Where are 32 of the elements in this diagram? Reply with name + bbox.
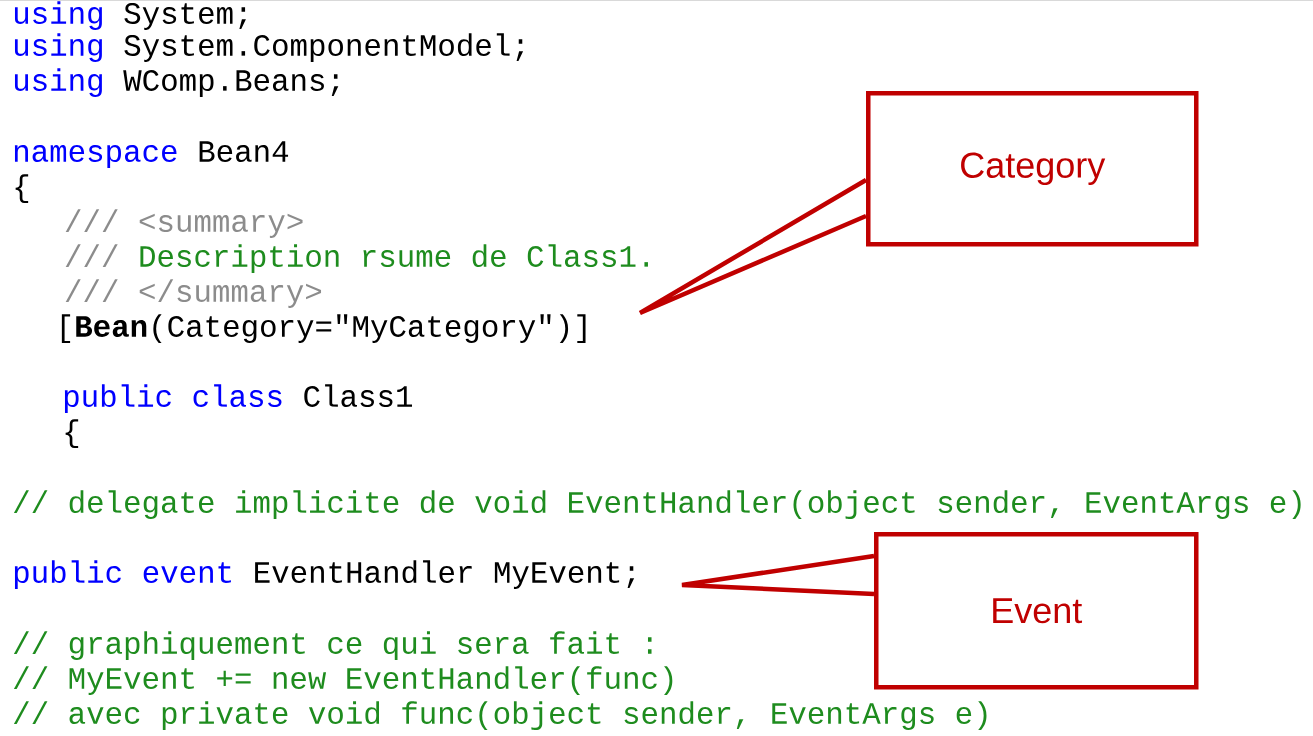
code-text: Bean4 (199, 141, 289, 162)
code-text: Class1 (304, 384, 412, 407)
code-text: EventHandler MyEvent; (255, 560, 635, 590)
code-text: </summary> (139, 279, 322, 309)
code-text: Description rsume de Class1. (140, 244, 648, 274)
code-text: System.ComponentModel; (124, 33, 524, 63)
code-text: /// (65, 279, 118, 302)
code-text: public (64, 384, 171, 414)
code-text: { (65, 419, 79, 449)
code-text: public (14, 560, 121, 590)
code-text: /// (65, 244, 118, 267)
code-text: using (15, 33, 102, 63)
code-text: class (193, 384, 282, 407)
code-text: Bean (76, 316, 147, 337)
code-text: event (143, 562, 231, 583)
code-text: using (15, 68, 102, 98)
code-text: // avec private void func(object sender, EventArgs e) (13, 701, 987, 731)
code-text: using (15, 1, 102, 31)
code-text: System; (124, 3, 246, 31)
leader-line (679, 553, 875, 597)
code-text: { (15, 174, 29, 204)
callout-box: Category (866, 91, 1199, 247)
callout-box: Event (874, 532, 1199, 690)
code-text: /// (65, 209, 118, 232)
leader-line (637, 178, 868, 316)
code-text: // MyEvent += new EventHandler(func) (13, 666, 673, 696)
code-text: WComp.Beans; (123, 70, 339, 98)
code-text: [ (61, 314, 71, 344)
code-text: // graphiquement ce qui sera fait : (13, 631, 652, 661)
code-text: namespace (14, 145, 177, 169)
code-text: (Category="MyCategory")] (153, 314, 586, 344)
code-text: <summary> (139, 213, 303, 239)
